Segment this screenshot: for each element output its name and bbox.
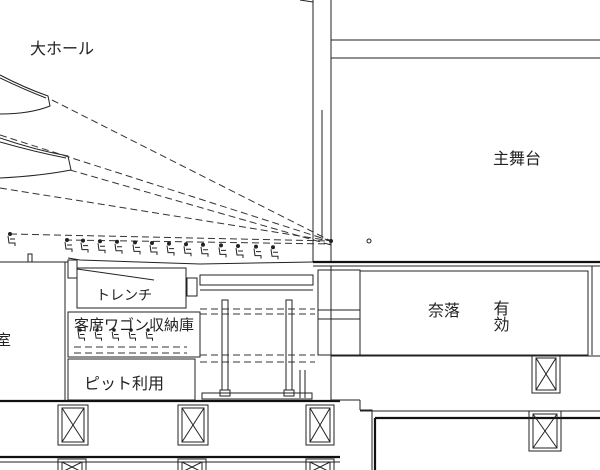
wagon-storage: 客席ワゴン収納庫 — [67, 311, 201, 358]
column-icon — [177, 404, 209, 446]
pit: ピット利用 — [67, 358, 196, 401]
seat-icon — [132, 240, 141, 255]
balcony — [0, 74, 72, 179]
seat-icon — [64, 238, 73, 252]
wagon-storage-label: 客席ワゴン収納庫 — [74, 316, 194, 334]
seat-icon — [97, 239, 106, 254]
seat-icon — [200, 242, 209, 257]
seat-icon — [128, 328, 136, 341]
seat-icon — [166, 241, 175, 256]
seating-floor — [0, 253, 600, 267]
seat-icon — [218, 243, 227, 258]
seat-icon — [111, 328, 119, 341]
trench: トレンチ — [67, 259, 198, 309]
stage-lift — [199, 274, 315, 400]
seat-icon — [145, 328, 153, 341]
seat-icon — [235, 244, 244, 258]
seat-icon — [253, 244, 262, 259]
left-room: 室 — [0, 261, 66, 400]
audience-seats — [7, 232, 279, 341]
seat-icon — [77, 328, 85, 341]
pit-label: ピット利用 — [84, 374, 164, 393]
naraku-label: 奈落 — [428, 301, 460, 320]
column-icon — [305, 404, 335, 446]
seat-icon — [114, 239, 123, 254]
foundation — [0, 399, 600, 470]
seat-icon — [80, 238, 89, 253]
effective-label: 有効 — [491, 300, 510, 333]
column-icon — [177, 458, 207, 470]
column-icon — [305, 458, 335, 470]
room-label: 室 — [0, 331, 11, 349]
trench-label: トレンチ — [96, 288, 152, 304]
naraku: 奈落 有効 — [317, 266, 600, 400]
seat-icon — [7, 232, 16, 246]
column-icon — [528, 410, 562, 452]
proscenium-wall — [299, 0, 332, 262]
seat-icon — [270, 245, 279, 260]
stage-house — [331, 39, 600, 244]
seat-icon — [183, 242, 192, 257]
sight-lines — [0, 99, 333, 246]
column-icon — [531, 354, 561, 394]
structural-columns — [57, 354, 562, 470]
seat-icon — [149, 241, 158, 255]
column-icon — [57, 404, 89, 446]
seat-icon — [94, 328, 102, 341]
hall-label: 大ホール — [30, 39, 94, 58]
main-stage-label: 主舞台 — [493, 149, 541, 168]
column-icon — [57, 458, 87, 470]
